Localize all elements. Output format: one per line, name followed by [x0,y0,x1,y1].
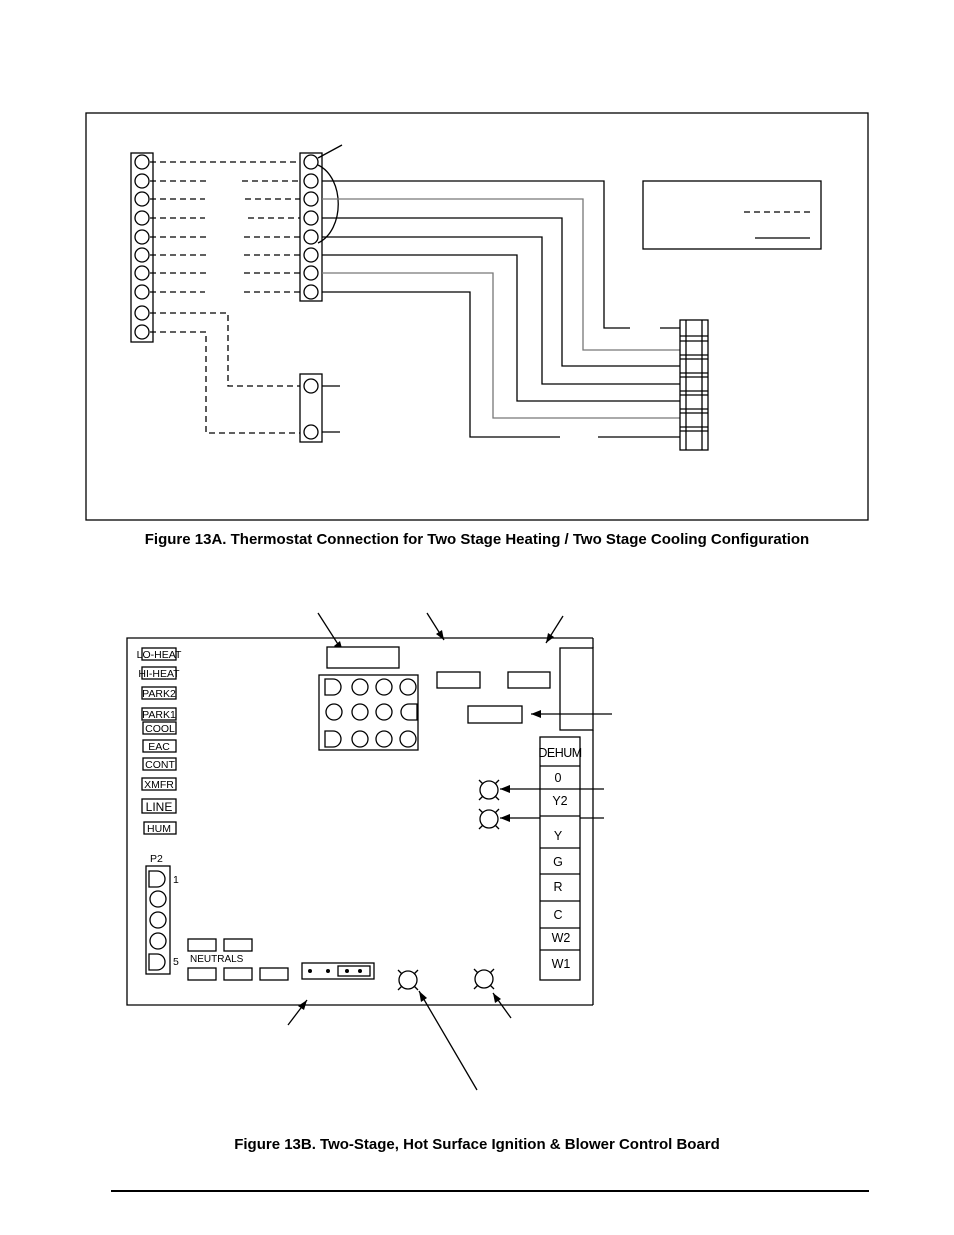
middle-terminal [303,173,319,189]
xmfr-label: XMFR [144,779,174,791]
thermostat-wiring [322,180,680,438]
terminal-y2: Y2 [552,794,567,808]
line-label: LINE [146,800,173,814]
middle-terminal [303,229,319,245]
cont-label: CONT [145,759,175,771]
left-terminal [134,324,150,340]
middle-terminal [303,284,319,300]
figure-13b: LO-HEAT HI-HEAT PARK2 PARK1 COOL EAC CON… [126,612,612,1091]
hum-label: HUM [147,823,171,835]
jumper-header [301,962,375,980]
board-label-group: LO-HEAT HI-HEAT PARK2 PARK1 COOL EAC CON… [137,647,182,835]
callout-line [418,990,478,1091]
board-outline [126,637,593,1006]
terminal-dehum: DEHUM [538,746,581,760]
twelve-pin-connector [318,674,419,751]
terminal-w2: W2 [552,931,571,945]
figure-13a [85,112,869,521]
legend-frame [642,180,822,250]
side-connector [559,647,594,731]
p2-pin-first: 1 [173,874,179,886]
left-terminal [134,284,150,300]
terminal-w1: W1 [552,957,571,971]
relay-block [467,705,523,724]
left-terminal-strip [130,152,154,343]
middle-terminal [303,210,319,226]
left-terminal [134,229,150,245]
thermostat-terminal-strip: DEHUM 0 Y2 Y G R C W2 W1 [538,736,582,981]
led-indicators [397,779,500,991]
middle-terminal [303,154,319,170]
outdoor-terminal [303,378,319,394]
led [473,968,495,990]
figure-13a-frame [85,112,869,521]
neutral-terminals: NEUTRALS [187,938,289,981]
dashed-field-wiring [150,161,300,434]
led [478,779,500,801]
park2-label: PARK2 [142,688,176,700]
terminal-g: G [553,855,563,869]
relay-block [436,671,481,689]
pointer-line [317,144,343,159]
middle-terminal-strip [299,152,323,302]
left-terminal [134,305,150,321]
figure-13b-caption: Figure 13B. Two-Stage, Hot Surface Ignit… [234,1136,720,1153]
terminal-strip-body [539,736,581,981]
cool-label: COOL [145,723,175,735]
middle-terminal [303,191,319,207]
right-connector-body [679,319,709,451]
terminal-c: C [553,908,562,922]
p2-connector: P2 1 5 [145,853,179,975]
outdoor-terminal-strip [299,373,340,443]
terminal-y: Y [554,829,563,843]
left-terminal [134,173,150,189]
figure-13a-caption: Figure 13A. Thermostat Connection for Tw… [144,531,810,548]
middle-terminal [303,265,319,281]
p2-label: P2 [150,853,163,865]
terminal-r: R [553,880,562,894]
relay-block [507,671,551,689]
hi-heat-label: HI-HEAT [138,668,180,680]
led [478,808,500,830]
middle-strip-body [299,152,323,302]
neutrals-label: NEUTRALS [190,954,244,965]
left-terminal [134,247,150,263]
p2-pin-last: 5 [173,956,179,968]
left-terminal [134,265,150,281]
legend-box [642,180,822,250]
eac-label: EAC [148,741,170,753]
left-terminal [134,191,150,207]
fuse-holder [326,646,400,669]
right-connector [679,319,709,451]
middle-terminal [303,247,319,263]
terminal-o: 0 [555,771,562,785]
left-terminal [134,210,150,226]
lo-heat-label: LO-HEAT [137,649,182,661]
park1-label: PARK1 [142,709,176,721]
left-terminal [134,154,150,170]
outdoor-terminal [303,424,319,440]
led [397,969,419,991]
